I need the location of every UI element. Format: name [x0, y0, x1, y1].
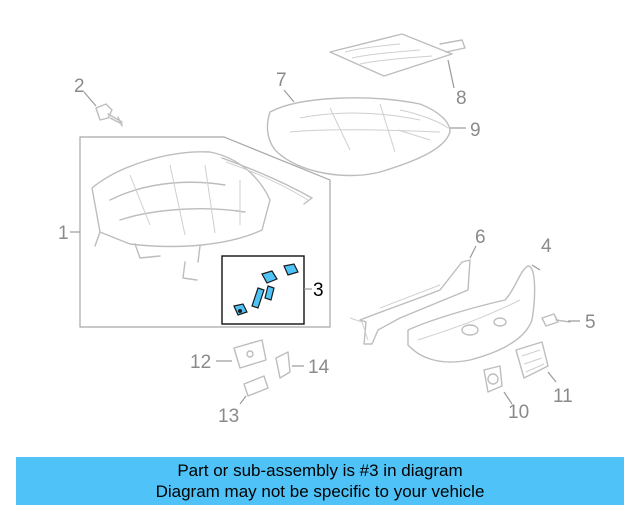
callout-10[interactable]: 10 — [508, 402, 529, 423]
callout-1[interactable]: 1 — [58, 223, 69, 244]
callout-7[interactable]: 7 — [276, 70, 287, 91]
callout-8[interactable]: 8 — [456, 88, 467, 109]
callout-3[interactable]: 3 — [313, 280, 324, 301]
trim-cap-part[interactable] — [233, 339, 267, 369]
side-shield-part[interactable] — [407, 265, 536, 363]
seat-cover-part[interactable] — [397, 109, 449, 141]
leader-13 — [239, 395, 247, 405]
seat-cushion-part[interactable] — [266, 97, 451, 177]
track-bracket-part[interactable] — [349, 259, 471, 345]
callout-4[interactable]: 4 — [541, 236, 552, 257]
callout-11[interactable]: 11 — [553, 386, 573, 407]
callout-12[interactable]: 12 — [190, 352, 211, 373]
seat-switch-assembly[interactable] — [515, 341, 549, 379]
bolt-part[interactable] — [95, 103, 123, 127]
banner-line-2: Diagram may not be specific to your vehi… — [155, 482, 485, 501]
callout-5[interactable]: 5 — [585, 312, 596, 333]
leader-6 — [469, 245, 477, 259]
leader-8 — [447, 59, 455, 89]
callout-9[interactable]: 9 — [470, 120, 481, 141]
screw-part[interactable] — [541, 313, 571, 327]
callout-14[interactable]: 14 — [308, 357, 330, 378]
parts-diagram: 1 2 3 4 5 6 — [58, 33, 596, 427]
leader-2 — [83, 91, 97, 107]
leader-10 — [503, 391, 513, 405]
leader-11 — [547, 371, 557, 383]
seat-frame-assembly[interactable] — [79, 136, 331, 328]
callout-6[interactable]: 6 — [475, 227, 486, 248]
small-cover-part[interactable] — [243, 375, 269, 397]
callout-13[interactable]: 13 — [218, 406, 239, 427]
seat-heater-pad[interactable] — [329, 33, 466, 77]
leader-7 — [283, 89, 295, 103]
banner-line-1: Part or sub-assembly is #3 in diagram — [177, 461, 463, 480]
leader-4 — [531, 264, 541, 271]
info-banner: Part or sub-assembly is #3 in diagram Di… — [16, 457, 624, 505]
seat-switch-knob[interactable] — [483, 365, 503, 393]
seat-hardware-kit[interactable] — [221, 255, 305, 325]
clip-part[interactable] — [275, 351, 291, 379]
callout-2[interactable]: 2 — [74, 76, 85, 97]
